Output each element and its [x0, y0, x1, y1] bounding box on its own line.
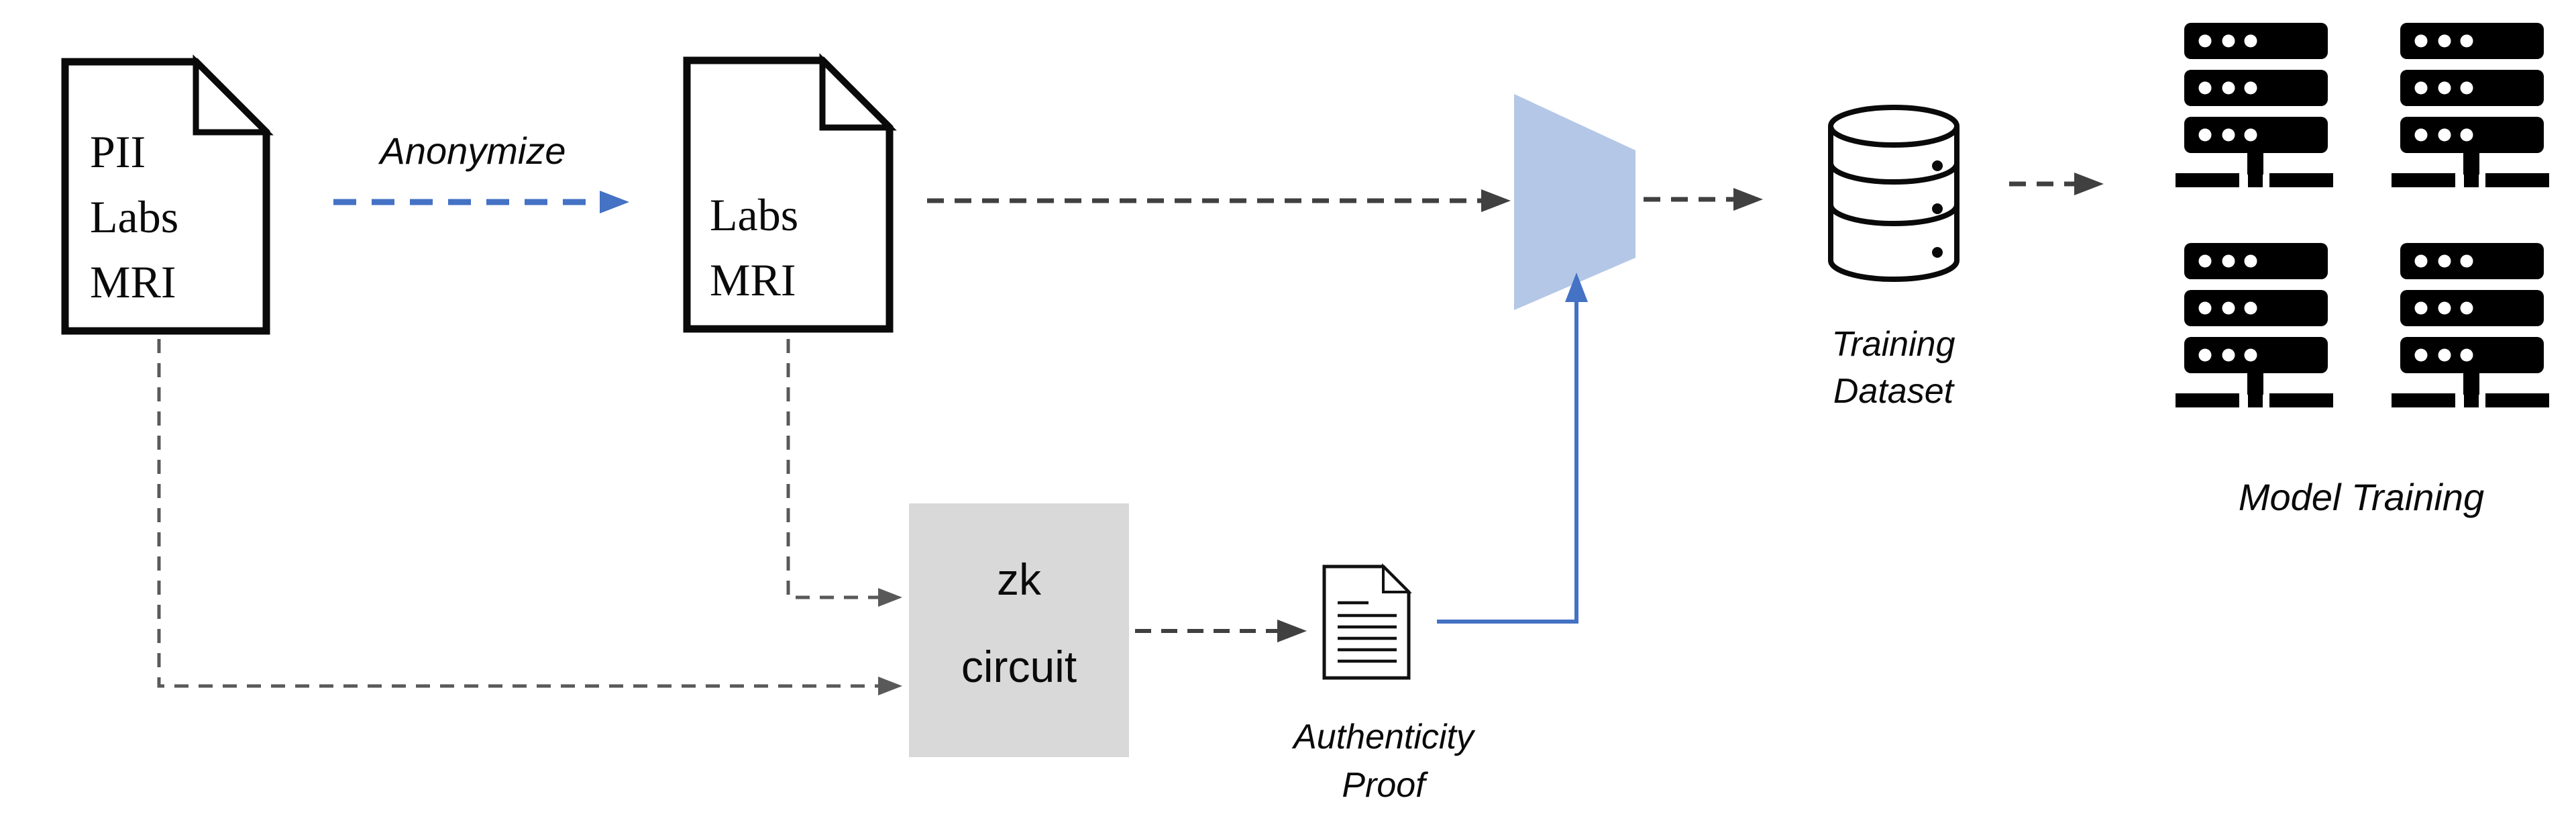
source-document-line: Labs [90, 191, 179, 242]
funnel-icon [1514, 94, 1635, 310]
authenticity-proof-label: Authenticity Proof [1265, 713, 1503, 810]
source-document-label: PII Labs MRI [90, 119, 178, 315]
zk-circuit-label: zk circuit [909, 536, 1129, 710]
server-rack-icon [2392, 243, 2549, 407]
anonymize-arrow-label: Anonymize [380, 130, 566, 172]
source-to-zk-connector [157, 339, 902, 695]
training-dataset-line: Dataset [1833, 372, 1954, 411]
anonymized-document-line: Labs [710, 189, 799, 240]
source-document-line: PII [90, 126, 146, 177]
zk-circuit-line: zk [997, 554, 1041, 604]
training-dataset-label: Training Dataset [1784, 321, 2002, 415]
proof-document-icon [1322, 563, 1412, 680]
anonymized-document-icon [683, 53, 897, 333]
anonymized-document-label: Labs MRI [710, 183, 798, 313]
authenticity-proof-line: Proof [1342, 766, 1426, 805]
model-training-label: Model Training [2238, 476, 2485, 518]
server-rack-icon [2392, 23, 2549, 187]
source-document-line: MRI [90, 256, 176, 307]
training-dataset-line: Training [1831, 325, 1955, 364]
database-icon [1828, 105, 1960, 282]
anonymized-to-zk-connector [786, 339, 902, 607]
zk-circuit-line: circuit [961, 642, 1077, 691]
source-document-icon [61, 54, 274, 335]
proof-to-funnel-arrow [1437, 273, 1588, 624]
server-rack-icon [2176, 23, 2333, 187]
zk-circuit-box [909, 503, 1129, 757]
authenticity-proof-line: Authenticity [1293, 718, 1474, 756]
server-rack-icon [2176, 243, 2333, 407]
anonymized-document-line: MRI [710, 254, 796, 305]
